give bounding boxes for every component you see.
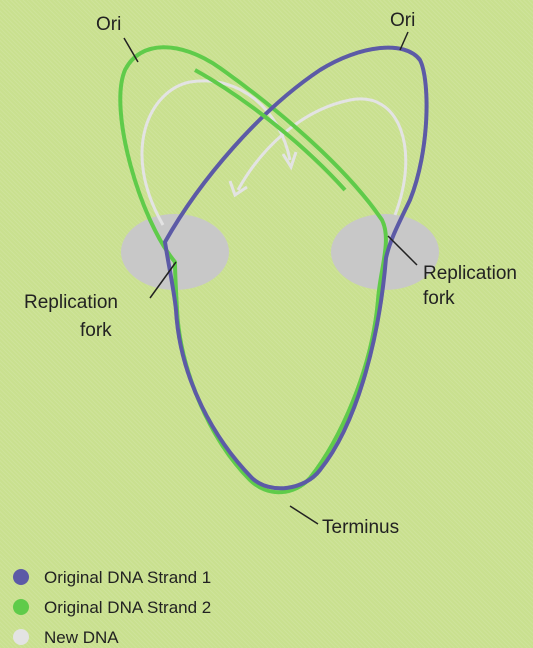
ori-left-pointer bbox=[123, 37, 139, 63]
strand-2-overlay bbox=[194, 68, 347, 192]
new-dna-right-arrowhead bbox=[228, 180, 248, 198]
legend-label-strand-1: Original DNA Strand 1 bbox=[44, 568, 211, 587]
ori-right-label: Ori bbox=[390, 10, 415, 31]
fork-left-label-line2: fork bbox=[80, 320, 112, 341]
strand-1-path bbox=[162, 45, 429, 491]
legend-swatch-new-dna bbox=[13, 629, 29, 645]
legend-label-strand-2: Original DNA Strand 2 bbox=[44, 598, 211, 617]
new-dna-left-loop bbox=[140, 79, 292, 226]
terminus-pointer bbox=[289, 505, 319, 525]
legend-swatch-strand-2 bbox=[13, 599, 29, 615]
fork-right-label-line2: fork bbox=[423, 288, 455, 309]
fork-right-label-line1: Replication bbox=[423, 263, 517, 284]
left-fork-bubble bbox=[121, 214, 229, 290]
fork-left-label-line1: Replication bbox=[24, 292, 118, 313]
legend-label-new-dna: New DNA bbox=[44, 628, 119, 647]
ori-left-label: Ori bbox=[96, 14, 121, 35]
fork-left-pointer bbox=[149, 261, 177, 299]
terminus-label: Terminus bbox=[322, 517, 399, 538]
fork-right-pointer bbox=[387, 235, 418, 266]
legend: Original DNA Strand 1 Original DNA Stran… bbox=[13, 568, 211, 647]
legend-swatch-strand-1 bbox=[13, 569, 29, 585]
new-dna-left-arrowhead bbox=[281, 151, 298, 171]
new-dna-right-loop bbox=[236, 97, 408, 216]
ori-right-pointer bbox=[399, 31, 409, 51]
